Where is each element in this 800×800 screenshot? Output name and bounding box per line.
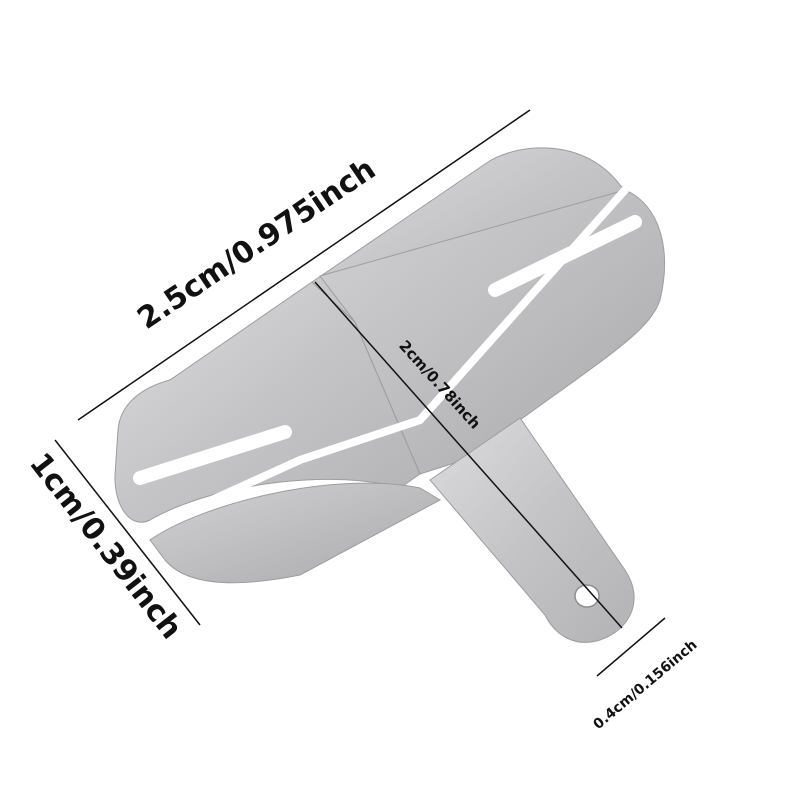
main-slit — [146, 186, 629, 532]
tab-hole — [574, 584, 600, 608]
right-lobe — [319, 189, 666, 475]
height-dimension-line — [54, 439, 201, 626]
right-slot — [488, 215, 642, 297]
metal-tab-part — [114, 147, 666, 643]
lower-left-wing — [149, 482, 442, 584]
tab-dimension-line — [596, 617, 666, 677]
tab-dimension-label: 0.4cm/0.156inch — [590, 637, 700, 733]
width-dimension-line — [77, 109, 531, 421]
left-slot — [133, 425, 292, 485]
length-dimension-line — [314, 281, 623, 629]
